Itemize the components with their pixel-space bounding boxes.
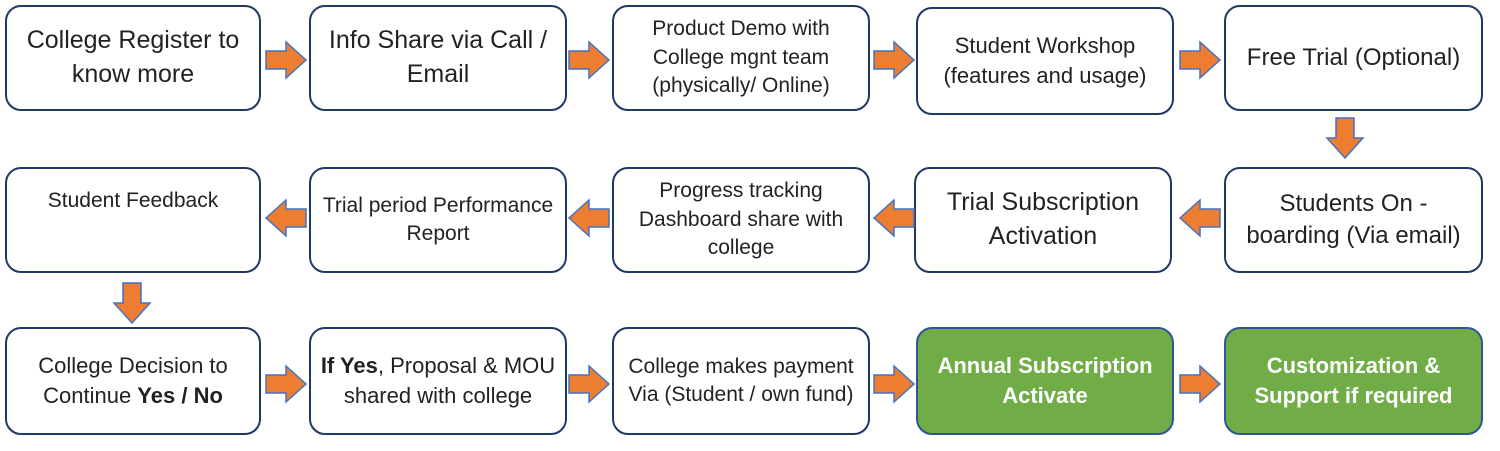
arrow-left-icon bbox=[568, 199, 610, 237]
step-trial-subscription-activation: Trial Subscription Activation bbox=[914, 167, 1172, 273]
arrow-right-icon bbox=[873, 365, 915, 403]
step-student-workshop: Student Workshop (features and usage) bbox=[916, 7, 1174, 115]
step-progress-tracking: Progress tracking Dashboard share with c… bbox=[612, 167, 870, 273]
arrow-right-icon bbox=[1179, 41, 1221, 79]
step-label-bold: Yes / No bbox=[137, 383, 223, 408]
arrow-left-icon bbox=[265, 199, 307, 237]
step-label-text: , Proposal & MOU shared with college bbox=[343, 353, 556, 408]
step-label: Customization & Support if required bbox=[1254, 353, 1453, 408]
step-label: If Yes, Proposal & MOU shared with colle… bbox=[319, 351, 557, 410]
arrow-right-icon bbox=[873, 41, 915, 79]
step-label: Info Share via Call / Email bbox=[328, 26, 548, 88]
step-label: Trial Subscription Activation bbox=[946, 188, 1140, 250]
step-label-bold: If Yes bbox=[320, 353, 378, 379]
step-free-trial: Free Trial (Optional) bbox=[1224, 5, 1483, 111]
arrow-right-icon bbox=[568, 365, 610, 403]
step-label: College makes payment Via (Student / own… bbox=[628, 354, 854, 406]
step-trial-performance-report: Trial period Performance Report bbox=[309, 167, 567, 273]
step-label: Trial period Performance Report bbox=[322, 193, 554, 245]
step-label: Student Workshop (features and usage) bbox=[943, 33, 1147, 88]
arrow-down-icon bbox=[113, 282, 151, 324]
step-college-register: College Register to know more bbox=[5, 5, 261, 111]
arrow-right-icon bbox=[265, 41, 307, 79]
arrow-right-icon bbox=[265, 365, 307, 403]
step-info-share: Info Share via Call / Email bbox=[309, 5, 567, 111]
arrow-left-icon bbox=[1179, 199, 1221, 237]
arrow-right-icon bbox=[1179, 365, 1221, 403]
step-student-feedback: Student Feedback bbox=[5, 167, 261, 273]
step-annual-subscription-activate: Annual Subscription Activate bbox=[916, 327, 1174, 435]
step-label: Students On - boarding (Via email) bbox=[1246, 189, 1461, 249]
step-customization-support: Customization & Support if required bbox=[1224, 327, 1483, 435]
arrow-right-icon bbox=[568, 41, 610, 79]
step-label: Student Feedback bbox=[47, 189, 219, 212]
step-label-text: College Decision to Continue bbox=[38, 353, 228, 408]
step-students-onboarding: Students On - boarding (Via email) bbox=[1224, 167, 1483, 273]
step-label: College Decision to Continue Yes / No bbox=[15, 351, 251, 410]
arrow-left-icon bbox=[873, 199, 915, 237]
step-label: College Register to know more bbox=[26, 26, 240, 88]
step-proposal-mou: If Yes, Proposal & MOU shared with colle… bbox=[309, 327, 567, 435]
step-college-payment: College makes payment Via (Student / own… bbox=[612, 327, 870, 435]
step-college-decision: College Decision to Continue Yes / No bbox=[5, 327, 261, 435]
step-product-demo: Product Demo with College mgnt team (phy… bbox=[612, 5, 870, 111]
step-label: Product Demo with College mgnt team (phy… bbox=[652, 17, 830, 98]
step-label: Free Trial (Optional) bbox=[1246, 43, 1461, 71]
step-label: Annual Subscription Activate bbox=[937, 353, 1153, 408]
step-label: Progress tracking Dashboard share with c… bbox=[638, 179, 844, 260]
arrow-down-icon bbox=[1326, 117, 1364, 159]
